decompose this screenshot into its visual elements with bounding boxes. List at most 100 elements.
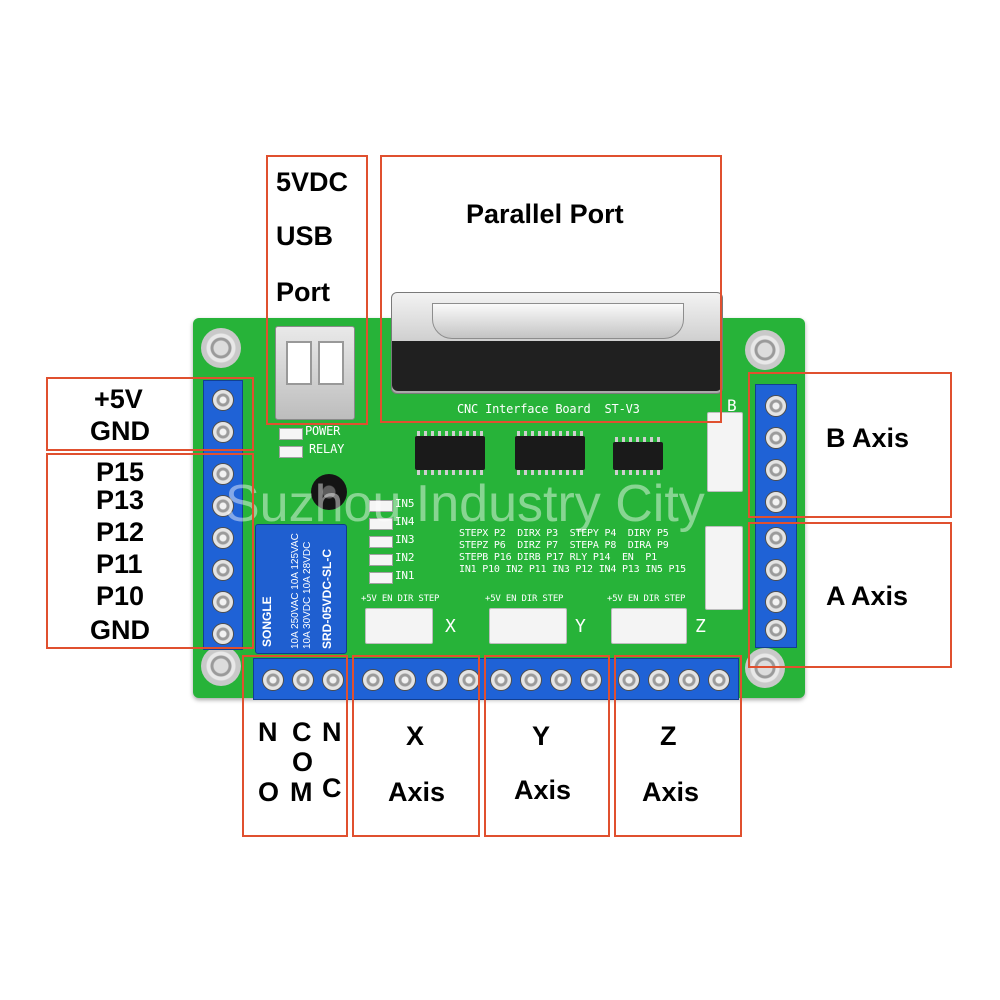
- db25-connector: [391, 292, 723, 394]
- label-p11: P11: [96, 549, 143, 579]
- screw-terminal: [362, 669, 384, 691]
- label-com-o: O: [292, 747, 314, 777]
- screw-terminal: [322, 669, 344, 691]
- label-nc-c: C: [322, 773, 342, 803]
- label-a-axis: A Axis: [826, 581, 909, 611]
- pin-table-row: STEPX P2 DIRX P3 STEPY P4 DIRY P5: [459, 528, 669, 539]
- frame-z-axis: [614, 655, 742, 837]
- label-b-axis: B Axis: [826, 423, 910, 453]
- screw-terminal: [765, 527, 787, 549]
- label-nc-n: N: [322, 717, 342, 747]
- silk-y: Y: [575, 616, 586, 637]
- screw-terminal: [394, 669, 416, 691]
- label-port: Port: [276, 277, 330, 307]
- screw-terminal: [765, 427, 787, 449]
- screw-terminal: [212, 389, 234, 411]
- ic-chip: [613, 437, 663, 475]
- label-z: Z: [660, 721, 677, 751]
- screw-terminal: [648, 669, 670, 691]
- usb-connector: [275, 326, 355, 420]
- a-axis-connector: [705, 526, 743, 610]
- frame-parallel-port: [380, 155, 722, 423]
- label-usb: USB: [276, 221, 334, 251]
- frame-relay-terminals: [242, 655, 348, 837]
- input-led: [369, 500, 393, 512]
- label-p12: P12: [96, 517, 145, 547]
- pin-table-row: STEPZ P6 DIRZ P7 STEPA P8 DIRA P9: [459, 540, 669, 551]
- screw-terminal: [212, 623, 234, 645]
- board-title: CNC Interface Board ST-V3: [457, 402, 640, 416]
- input-led: [369, 536, 393, 548]
- label-5vdc: 5VDC: [276, 167, 349, 197]
- label-z-axis: Axis: [642, 777, 700, 807]
- mounting-hole: [201, 646, 241, 686]
- frame-x-axis: [352, 655, 480, 837]
- label-p13: P13: [96, 485, 145, 515]
- label-gnd-inputs: GND: [90, 615, 150, 645]
- relay-part-number: SRD-05VDC-SL-C: [320, 548, 334, 649]
- bottom-terminal-block: [253, 658, 739, 700]
- relay-brand: SONGLE: [260, 596, 274, 647]
- label-x-axis: Axis: [388, 777, 446, 807]
- screw-terminal: [426, 669, 448, 691]
- screw-terminal: [580, 669, 602, 691]
- screw-terminal: [212, 463, 234, 485]
- usb-slot: [318, 341, 344, 385]
- z-axis-connector: [611, 608, 687, 644]
- relay: SONGLE 10A 250VAC 10A 125VAC 10A 30VDC 1…: [255, 524, 347, 654]
- input-led: [369, 554, 393, 566]
- screw-terminal: [520, 669, 542, 691]
- label-no-o: O: [258, 777, 280, 807]
- silk-in5: IN5: [395, 497, 415, 510]
- frame-y-axis: [484, 655, 610, 837]
- screw-terminal: [212, 421, 234, 443]
- relay-ratings: 10A 250VAC 10A 125VAC 10A 30VDC 10A 28VD…: [290, 531, 318, 649]
- x-axis-connector: [365, 608, 433, 644]
- label-no-n: N: [258, 717, 278, 747]
- b-axis-connector: [707, 412, 743, 492]
- screw-terminal: [212, 495, 234, 517]
- relay-rating: 10A 30VDC 10A 28VDC: [302, 541, 313, 649]
- pin-table: STEPX P2 DIRX P3 STEPY P4 DIRY P5 STEPZ …: [459, 528, 687, 578]
- screw-terminal: [212, 591, 234, 613]
- screw-terminal: [212, 527, 234, 549]
- frame-a-axis: [748, 522, 952, 668]
- screw-terminal: [618, 669, 640, 691]
- screw-terminal: [765, 619, 787, 641]
- silk-z-connector: +5V EN DIR STEP: [607, 594, 686, 604]
- silk-in3: IN3: [395, 533, 415, 546]
- screw-terminal: [490, 669, 512, 691]
- relay-led-label: RELAY: [309, 442, 345, 456]
- silk-in4: IN4: [395, 515, 415, 528]
- screw-terminal: [678, 669, 700, 691]
- label-y: Y: [532, 721, 551, 751]
- power-led-label: POWER: [305, 424, 341, 438]
- frame-power: [46, 377, 254, 451]
- ic-chip: [515, 431, 585, 475]
- label-com-m: M: [290, 777, 313, 807]
- db25-base: [392, 341, 722, 391]
- input-led: [369, 518, 393, 530]
- relay-rating: 10A 250VAC 10A 125VAC: [290, 533, 301, 649]
- usb-slot: [286, 341, 312, 385]
- screw-terminal: [765, 491, 787, 513]
- ic-chip: [415, 431, 485, 475]
- silk-x: X: [445, 616, 456, 637]
- screw-terminal: [212, 559, 234, 581]
- silk-x-connector: +5V EN DIR STEP: [361, 594, 440, 604]
- screw-terminal: [550, 669, 572, 691]
- silk-b: B: [727, 396, 737, 415]
- label-plus-5v: +5V: [94, 384, 143, 414]
- silk-in2: IN2: [395, 551, 415, 564]
- label-p10: P10: [96, 581, 145, 611]
- input-led: [369, 572, 393, 584]
- screw-terminal: [765, 591, 787, 613]
- screw-terminal: [292, 669, 314, 691]
- mounting-hole: [201, 328, 241, 368]
- silk-z: Z: [695, 616, 706, 637]
- screw-terminal: [262, 669, 284, 691]
- label-com-c: C: [292, 717, 312, 747]
- label-parallel-port: Parallel Port: [466, 199, 624, 229]
- left-terminal-block: [203, 380, 243, 650]
- frame-inputs: [46, 453, 254, 649]
